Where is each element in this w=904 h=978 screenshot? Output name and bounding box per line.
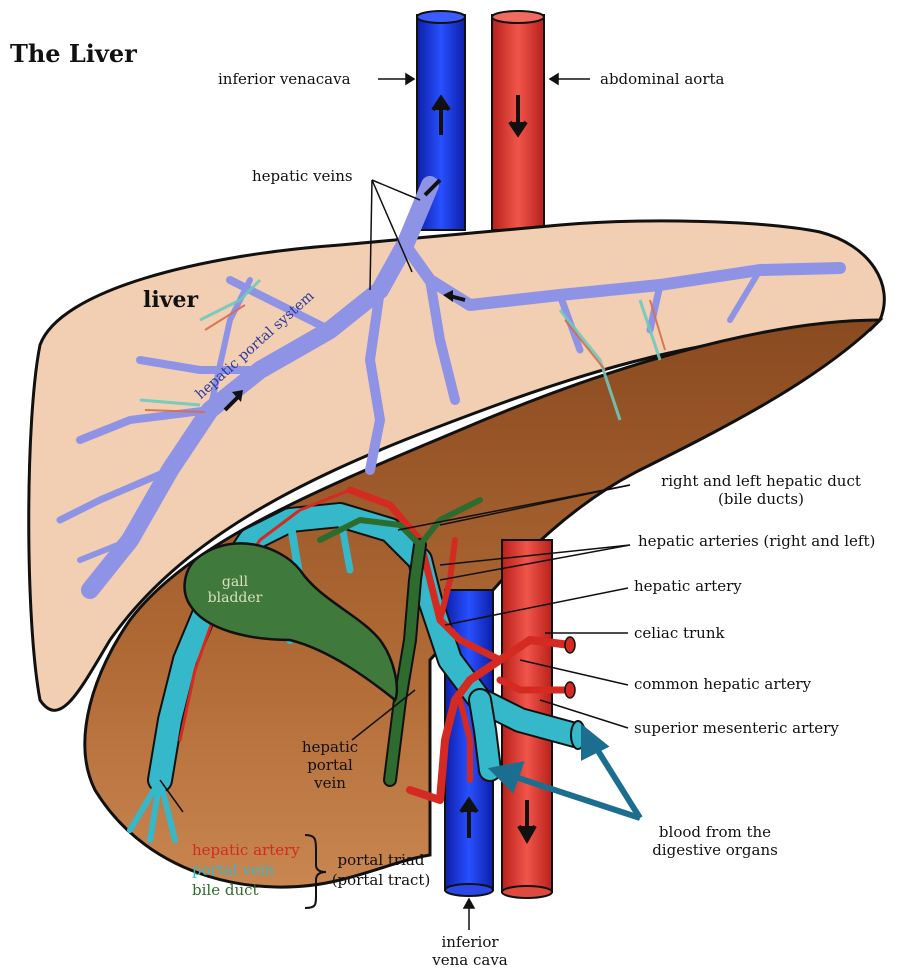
label-hepatic-artery: hepatic artery [634,577,742,595]
label-superior-mesenteric-artery: superior mesenteric artery [634,719,839,737]
label-common-hepatic-artery: common hepatic artery [634,675,811,693]
label-liver: liver [143,291,198,309]
triad-bile-duct: bile duct [192,880,300,900]
label-hepatic-arteries: hepatic arteries (right and left) [638,532,875,550]
label-ivc-top: inferior venacava [218,70,351,88]
triad-portal-vein: portal vein [192,860,300,880]
label-hepatic-veins: hepatic veins [252,167,353,185]
page-title: The Liver [10,40,137,68]
label-portal-triad: portal triad(portal tract) [326,850,436,890]
triad-hepatic-artery: hepatic artery [192,840,300,860]
label-hepatic-ducts: right and left hepatic duct(bile ducts) [636,472,886,508]
portal-triad-list: hepatic artery portal vein bile duct [192,840,300,900]
label-abdominal-aorta: abdominal aorta [600,70,724,88]
label-celiac-trunk: celiac trunk [634,624,725,642]
